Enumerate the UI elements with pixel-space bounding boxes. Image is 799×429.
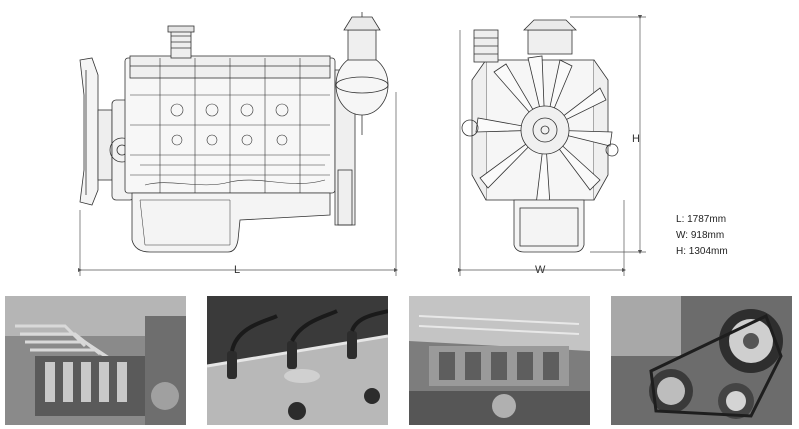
spec-width-value: 918mm xyxy=(690,230,725,241)
spec-separator: : xyxy=(683,246,689,257)
spec-length-key: L xyxy=(676,214,682,225)
spec-width: W: 918mm xyxy=(676,228,728,244)
intake-manifold-photo xyxy=(409,296,590,425)
cylinder-head-cover-photo xyxy=(207,296,388,425)
spec-height-value: 1304mm xyxy=(688,246,728,257)
length-dimension-label: L xyxy=(234,264,241,276)
length-dimension-line xyxy=(77,92,399,276)
height-dimension-label: H xyxy=(632,133,640,145)
front-accessory-drive-photo xyxy=(611,296,792,425)
engine-side-view xyxy=(79,12,389,253)
spec-width-key: W xyxy=(676,230,686,241)
engine-technical-drawing xyxy=(77,12,646,276)
dimension-specs: L: 1787mm W: 918mm H: 1304mm xyxy=(676,212,728,260)
height-dimension-line xyxy=(570,14,646,255)
fuel-injection-pump-photo xyxy=(5,296,186,425)
width-dimension-label: W xyxy=(535,264,546,276)
spec-height: H: 1304mm xyxy=(676,244,728,260)
spec-length-value: 1787mm xyxy=(687,214,727,225)
spec-length: L: 1787mm xyxy=(676,212,728,228)
spec-separator: : xyxy=(685,230,691,241)
width-dimension-line xyxy=(457,30,627,276)
spec-separator: : xyxy=(681,214,688,225)
engine-front-view xyxy=(461,19,619,253)
spec-height-key: H xyxy=(676,246,684,257)
